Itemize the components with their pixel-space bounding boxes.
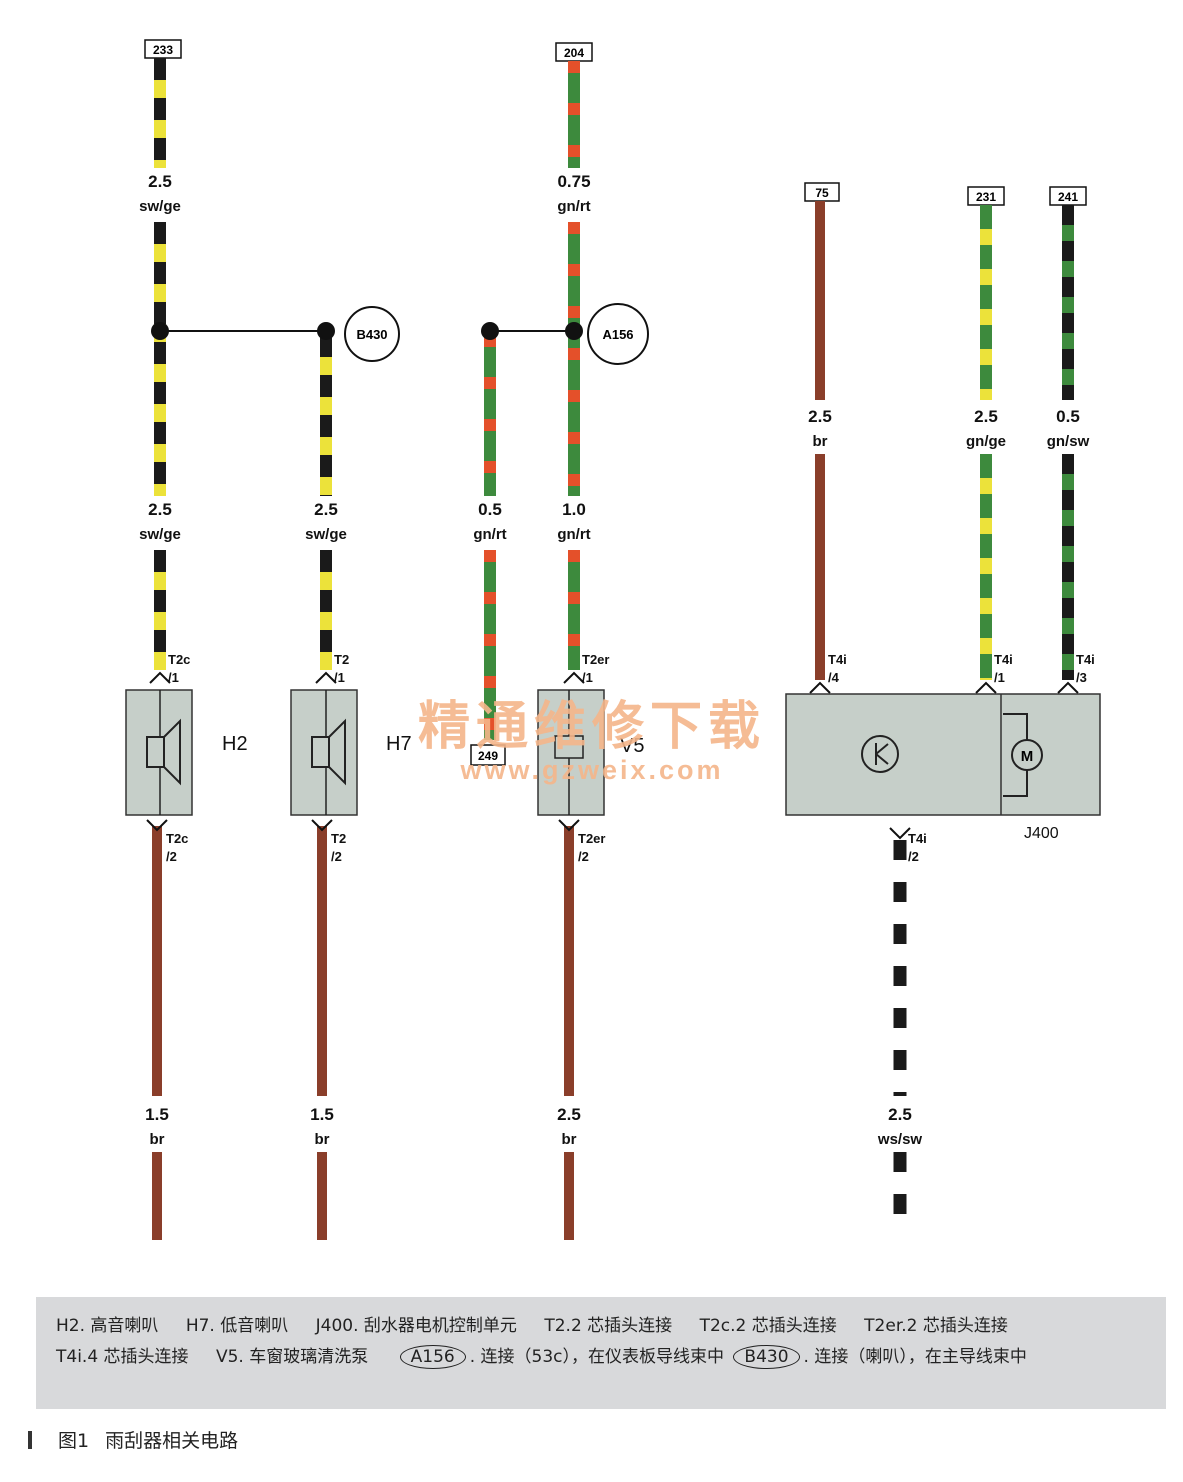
legend-item: H7. 低音喇叭 <box>185 1316 289 1336</box>
component-label-j400: J400 <box>1024 825 1059 842</box>
connector-pin: /2 <box>331 849 342 864</box>
connector-name: T4i <box>908 831 927 846</box>
junction-dot-249 <box>481 322 499 340</box>
connector-name: T2c <box>166 831 188 846</box>
ground-color-label: br <box>562 1131 577 1148</box>
wire-size-label: 2.5 <box>314 500 338 519</box>
terminal-label-204: 204 <box>564 46 584 60</box>
wire-color-label: gn/ge <box>966 433 1006 450</box>
wiring-diagram: 233 204 75 231 241 <box>125 39 1101 1240</box>
ground-color-label: ws/sw <box>877 1131 923 1148</box>
connector-pin: /1 <box>334 670 345 685</box>
ground-size-label: 2.5 <box>557 1105 581 1124</box>
wire-size-label: 2.5 <box>148 500 172 519</box>
legend-junction-a156: A156 <box>399 1345 466 1369</box>
terminal-label-241: 241 <box>1058 190 1078 204</box>
wire-size-label: 2.5 <box>808 407 832 426</box>
connector-pin: /4 <box>828 670 840 685</box>
terminal-box-249 <box>470 744 506 766</box>
caption-marker <box>28 1430 32 1449</box>
legend-item: V5. 车窗玻璃清洗泵 <box>215 1347 369 1367</box>
connector-pin: /2 <box>908 849 919 864</box>
connector-pin: /1 <box>168 670 179 685</box>
wire-color-label: gn/sw <box>1047 433 1090 450</box>
junction-circle-a156 <box>587 303 649 365</box>
junction-label-a156: A156 <box>602 327 633 342</box>
watermark-title: 精通维修下载 <box>418 697 766 757</box>
connector-name: T2 <box>334 652 349 667</box>
terminal-label-249: 249 <box>478 749 498 763</box>
junction-dot-233 <box>151 322 169 340</box>
ground-color-label: br <box>150 1131 165 1148</box>
speaker-icon <box>146 718 181 786</box>
wire-size-label: 1.0 <box>562 500 586 519</box>
junction-dot-b430 <box>317 322 335 340</box>
legend-item: T2.2 芯插头连接 <box>544 1316 673 1336</box>
wire-color-label: sw/ge <box>139 526 181 543</box>
wire-size-label: 2.5 <box>148 172 172 191</box>
legend-item: J400. 刮水器电机控制单元 <box>315 1316 517 1336</box>
component-label-h7: H7 <box>386 733 412 755</box>
connector-name: T2er <box>582 652 609 667</box>
component-v5: 249 V5 <box>470 689 644 816</box>
connector-name: T4i <box>1076 652 1095 667</box>
wire-color-label: sw/ge <box>139 198 181 215</box>
connector-name: T2c <box>168 652 190 667</box>
ground-wires <box>152 826 907 1240</box>
connector-name: T2 <box>331 831 346 846</box>
wire-size-label: 2.5 <box>974 407 998 426</box>
motor-label: M <box>1021 748 1034 765</box>
ground-size-label: 2.5 <box>888 1105 912 1124</box>
legend-a156-text: . 连接（53c），在仪表板导线束中 <box>469 1347 724 1367</box>
caption-number: 图1 <box>58 1430 90 1452</box>
component-j400: M J400 <box>785 693 1101 842</box>
component-h7: H7 <box>290 689 412 816</box>
component-label-v5: V5 <box>620 735 644 757</box>
legend-b430-text: . 连接（喇叭），在主导线束中 <box>803 1347 1027 1367</box>
connector-arrows <box>146 671 1079 840</box>
terminal-label-233: 233 <box>153 43 173 57</box>
junction-circle-b430 <box>344 306 400 362</box>
junction-links <box>151 322 583 340</box>
component-h2: H2 <box>125 689 248 816</box>
figure-caption: 图1 雨刮器相关电路 <box>28 1426 238 1453</box>
terminal-label-75: 75 <box>815 186 829 200</box>
connector-name: T4i <box>828 652 847 667</box>
wire-size-label: 0.75 <box>557 172 590 191</box>
component-label-h2: H2 <box>222 733 248 755</box>
legend-item: T4i.4 芯插头连接 <box>56 1347 189 1367</box>
connector-pin: /2 <box>166 849 177 864</box>
legend: H2. 高音喇叭 H7. 低音喇叭 J400. 刮水器电机控制单元 T2.2 芯… <box>36 1297 1166 1409</box>
legend-item: T2er.2 芯插头连接 <box>864 1316 1008 1336</box>
electronic-module-icon <box>861 735 899 773</box>
watermark-url: www.gzweix.com <box>459 755 723 785</box>
wire-color-label: br <box>813 433 828 450</box>
wire-color-label: gn/rt <box>473 526 506 543</box>
connector-pin: /2 <box>578 849 589 864</box>
legend-junction-b430: B430 <box>733 1345 800 1369</box>
caption-title: 雨刮器相关电路 <box>105 1430 239 1452</box>
connector-pin: /3 <box>1076 670 1087 685</box>
legend-item: H2. 高音喇叭 <box>56 1316 159 1336</box>
pump-motor-icon <box>554 735 584 759</box>
wire-size-label: 0.5 <box>1056 407 1080 426</box>
wire-color-label: gn/rt <box>557 198 590 215</box>
connector-name: T2er <box>578 831 605 846</box>
motor-icon <box>1011 739 1043 771</box>
ground-size-label: 1.5 <box>310 1105 334 1124</box>
connector-pin: /1 <box>582 670 593 685</box>
wire-color-label: sw/ge <box>305 526 347 543</box>
terminal-label-231: 231 <box>976 190 996 204</box>
wire-color-label: gn/rt <box>557 526 590 543</box>
legend-item: T2c.2 芯插头连接 <box>699 1316 837 1336</box>
junction-label-b430: B430 <box>356 327 387 342</box>
connector-pin: /1 <box>994 670 1005 685</box>
wire-size-label: 0.5 <box>478 500 502 519</box>
ground-color-label: br <box>315 1131 330 1148</box>
junction-dot-a156 <box>565 322 583 340</box>
connector-name: T4i <box>994 652 1013 667</box>
ground-size-label: 1.5 <box>145 1105 169 1124</box>
speaker-icon <box>311 718 346 786</box>
watermark: 精通维修下载 www.gzweix.com <box>418 697 766 785</box>
